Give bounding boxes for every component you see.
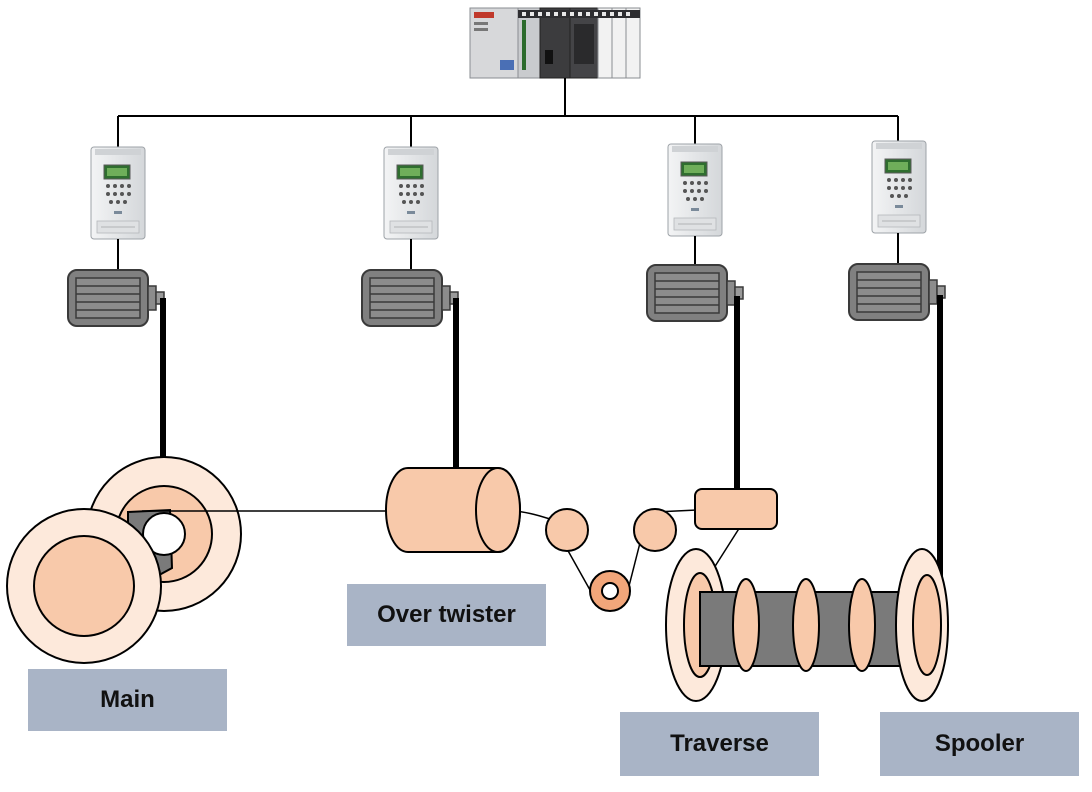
inverter-drive-icon	[871, 140, 927, 234]
electric-motor-icon	[646, 264, 744, 322]
inverter-drive-icon	[383, 146, 439, 240]
inverter-drive-icon	[667, 143, 723, 237]
label-traverse-text: Traverse	[670, 730, 769, 757]
electric-motor-icon	[848, 263, 946, 321]
network-bus	[117, 78, 899, 148]
label-spooler-text: Spooler	[934, 730, 1025, 757]
main-spool	[6, 456, 242, 664]
guide-rollers	[545, 508, 677, 612]
label-over-twister-text: Over twister	[377, 601, 516, 628]
electric-motor-icon	[361, 269, 459, 327]
inverter-drive-icon	[90, 146, 146, 240]
label-main: Main	[28, 669, 227, 731]
drive-belts	[160, 295, 943, 600]
label-over-twister: Over twister	[347, 584, 546, 646]
take-up-spool	[665, 548, 949, 702]
over-twister-drum	[385, 467, 521, 553]
electric-motor-icon	[67, 269, 165, 327]
label-main-text: Main	[100, 686, 155, 713]
traverse-guide	[694, 488, 778, 530]
label-traverse: Traverse	[620, 712, 819, 776]
label-spooler: Spooler	[880, 712, 1079, 776]
plc-controller-icon	[469, 7, 641, 79]
